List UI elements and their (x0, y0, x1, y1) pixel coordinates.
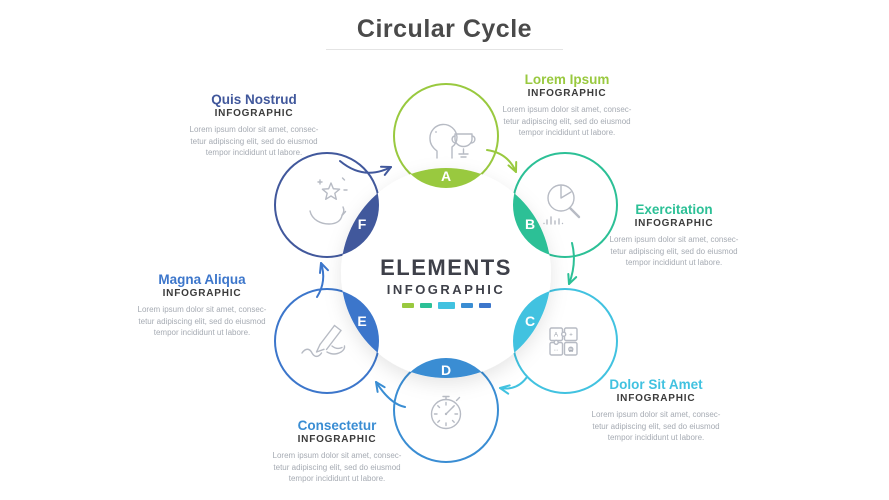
svg-text:A: A (554, 333, 558, 339)
node-letter-d: D (441, 362, 451, 378)
puzzle-icon: A + ... A (549, 327, 578, 356)
color-dash (419, 303, 432, 308)
block-consectetur: Consectetur INFOGRAPHIC Lorem ipsum dolo… (257, 418, 417, 485)
block-exercitation: Exercitation INFOGRAPHIC Lorem ipsum dol… (594, 202, 754, 269)
block-subtitle: INFOGRAPHIC (162, 288, 242, 299)
node-letter-b: B (525, 216, 535, 232)
color-dash-row (346, 302, 546, 309)
stopwatch-icon (430, 395, 462, 430)
block-title: Quis Nostrud (211, 92, 297, 107)
arrow-a-to-b-icon (486, 149, 518, 173)
block-title: Lorem Ipsum (524, 72, 610, 87)
hand-star-icon (309, 177, 348, 225)
block-subtitle: INFOGRAPHIC (527, 88, 607, 99)
block-body: Lorem ipsum dolor sit amet, consec- tetu… (591, 410, 721, 443)
block-quis-nostrud: Quis Nostrud INFOGRAPHIC Lorem ipsum dol… (174, 92, 334, 159)
block-subtitle: INFOGRAPHIC (297, 434, 377, 445)
block-title: Dolor Sit Amet (609, 377, 703, 392)
color-dash (460, 303, 473, 308)
svg-text:...: ... (553, 347, 558, 353)
arrow-e-to-f-icon (316, 262, 329, 298)
pie-chart-magnifier-icon (543, 184, 581, 225)
head-trophy-icon (429, 123, 476, 159)
block-title: Consectetur (297, 418, 377, 433)
hand-pen-icon (301, 324, 346, 358)
block-body: Lorem ipsum dolor sit amet, consec- tetu… (189, 125, 319, 158)
arrow-d-to-e-icon (375, 381, 406, 408)
block-dolor-sit-amet: Dolor Sit Amet INFOGRAPHIC Lorem ipsum d… (576, 377, 736, 444)
block-body: Lorem ipsum dolor sit amet, consec- tetu… (502, 105, 632, 138)
arrow-b-to-c-icon (567, 242, 578, 285)
node-letter-a: A (441, 168, 451, 184)
center-circle (341, 168, 551, 378)
page-title: Circular Cycle (356, 15, 533, 43)
block-subtitle: INFOGRAPHIC (214, 108, 294, 119)
block-body: Lorem ipsum dolor sit amet, consec- tetu… (609, 235, 739, 268)
svg-text:+: + (569, 333, 573, 339)
block-title: Exercitation (635, 202, 713, 217)
block-title: Magna Aliqua (158, 272, 246, 287)
arrow-c-to-d-icon (499, 376, 528, 395)
center-title: ELEMENTS (380, 255, 512, 280)
color-dash (478, 303, 491, 308)
block-body: Lorem ipsum dolor sit amet, consec- tetu… (137, 305, 267, 338)
svg-text:A: A (569, 348, 573, 354)
center-label-group: ELEMENTS INFOGRAPHIC (346, 255, 546, 309)
color-dash (437, 302, 455, 309)
block-lorem-ipsum: Lorem Ipsum INFOGRAPHIC Lorem ipsum dolo… (487, 72, 647, 139)
title-underline (326, 49, 563, 50)
node-letter-f: F (358, 216, 367, 232)
node-letter-e: E (357, 313, 366, 329)
block-subtitle: INFOGRAPHIC (634, 218, 714, 229)
node-letter-c: C (525, 313, 535, 329)
arrow-f-to-a-icon (339, 160, 392, 176)
block-body: Lorem ipsum dolor sit amet, consec- tetu… (272, 451, 402, 484)
center-subtitle: INFOGRAPHIC (386, 282, 506, 297)
block-magna-aliqua: Magna Aliqua INFOGRAPHIC Lorem ipsum dol… (122, 272, 282, 339)
block-subtitle: INFOGRAPHIC (616, 393, 696, 404)
color-dash (401, 303, 414, 308)
